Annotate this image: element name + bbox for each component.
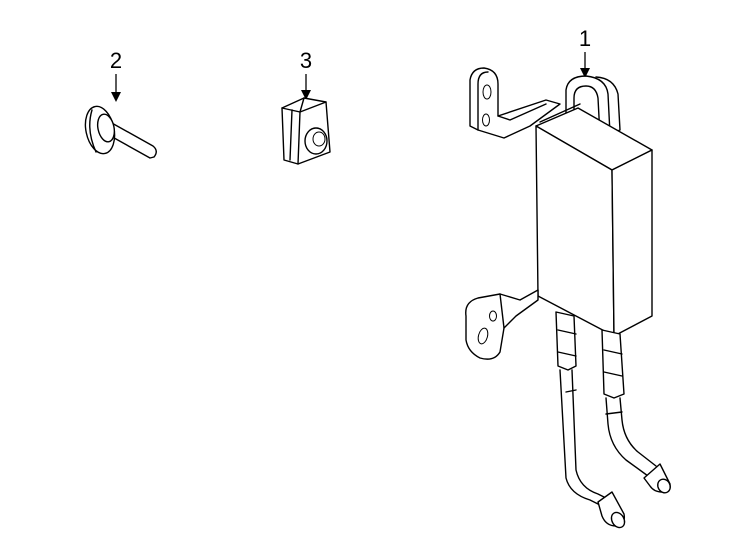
part-2-push-pin: 2 bbox=[84, 48, 157, 159]
part-3-clip-nut: 3 bbox=[281, 48, 331, 165]
callout-1-label: 1 bbox=[579, 26, 591, 51]
callout-2-arrowhead bbox=[111, 92, 121, 102]
callout-2-label: 2 bbox=[110, 48, 122, 73]
callout-1-arrowhead bbox=[580, 68, 590, 78]
part-1-cooler-assembly: 1 bbox=[465, 26, 671, 529]
callout-3-arrowhead bbox=[301, 90, 311, 100]
callout-3-label: 3 bbox=[300, 48, 312, 73]
